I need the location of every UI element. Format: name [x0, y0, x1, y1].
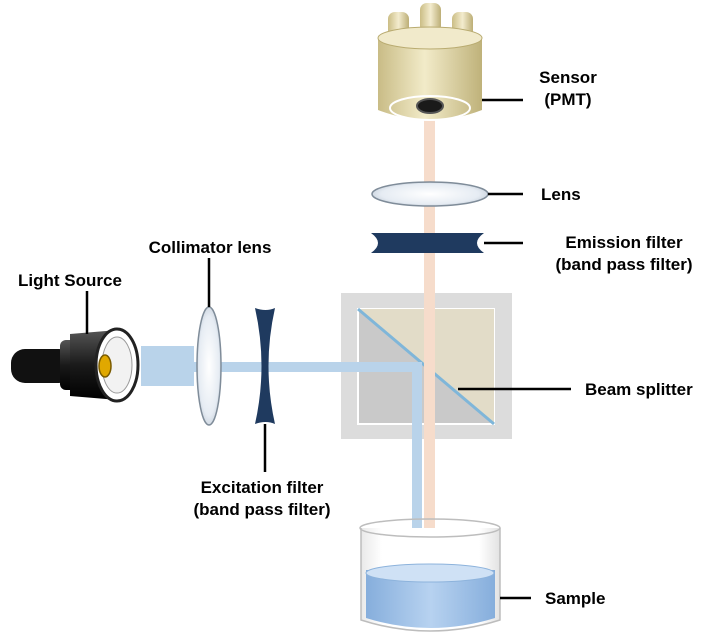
emission-light-beam: [424, 117, 435, 572]
sample-beaker: [359, 518, 501, 632]
sample-label: Sample: [545, 589, 605, 608]
beam-splitter-label: Beam splitter: [585, 380, 693, 399]
light-source: [11, 327, 140, 403]
emission-filter: [371, 233, 484, 253]
collimator-lens: [196, 306, 222, 426]
sensor-window: [389, 95, 471, 121]
sensor-pmt: [377, 3, 483, 121]
emission-filter-label: Emission filter: [565, 233, 683, 252]
light-source-handle: [11, 349, 73, 383]
collimator-label: Collimator lens: [149, 238, 272, 257]
liquid-surface: [365, 563, 495, 583]
excitation-filter-sublabel: (band pass filter): [194, 500, 331, 519]
sensor-sublabel: (PMT): [544, 90, 591, 109]
excitation-filter-label: Excitation filter: [201, 478, 324, 497]
lens: [371, 181, 489, 207]
emission-filter-sublabel: (band pass filter): [556, 255, 693, 274]
excitation-light-beam: [141, 346, 422, 572]
beaker-rim: [359, 518, 501, 538]
sensor-pin: [420, 3, 441, 33]
sensor-aperture: [416, 98, 444, 114]
light-source-label: Light Source: [18, 271, 122, 290]
excitation-filter: [255, 308, 275, 424]
sensor-label: Sensor: [539, 68, 597, 87]
sensor-top: [377, 26, 483, 50]
beaker-liquid: [366, 570, 495, 628]
light-source-bulb: [98, 354, 112, 378]
lens-label: Lens: [541, 185, 581, 204]
